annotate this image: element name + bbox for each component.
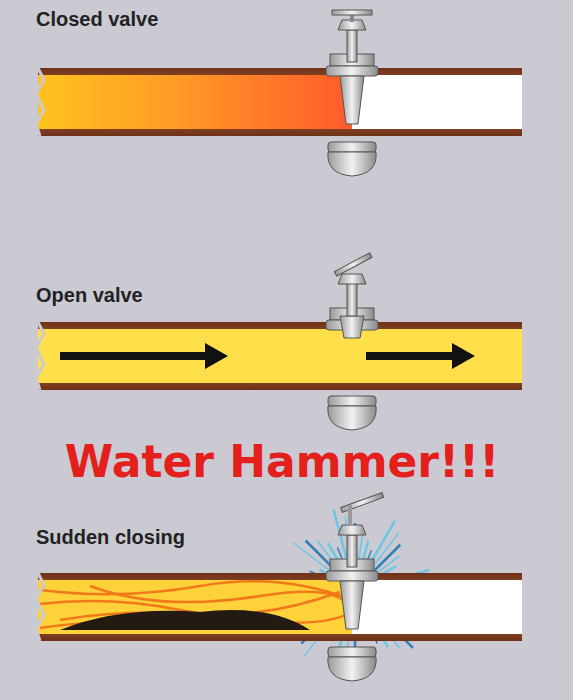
pipe-open [36,253,522,430]
state-label: Sudden closing [36,526,185,549]
headline-label: Water Hammer!!! [65,436,500,487]
pipe-closed [36,10,522,176]
state-label: Open valve [36,284,143,307]
pipe-sudden-closing [36,493,522,681]
state-label: Closed valve [36,8,158,31]
